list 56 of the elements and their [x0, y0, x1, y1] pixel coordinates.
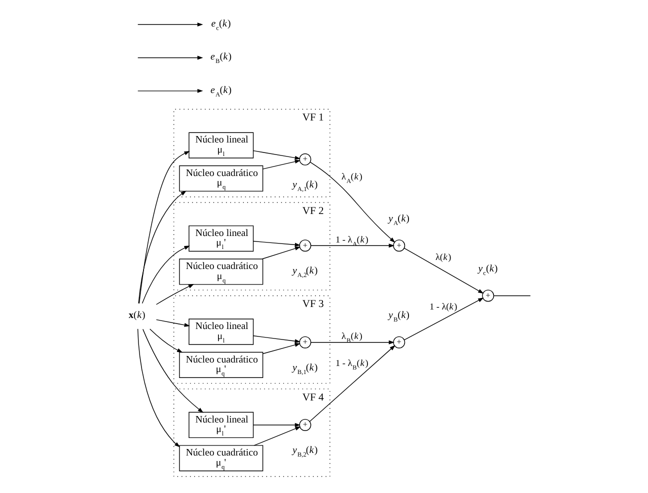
- edge-label: 1 - λ(k): [428, 300, 457, 311]
- arrow: [403, 247, 484, 294]
- node-box: Núcleo lineal μ$_{l}$: [188, 318, 254, 344]
- node-text: x(k): [128, 310, 145, 321]
- node-box: Núcleo cuadrático μ$_{q}$': [178, 351, 263, 378]
- node-circle: +: [482, 289, 494, 302]
- arrow: [309, 344, 395, 422]
- node-box: Núcleo cuadrático μ$_{q}$': [178, 444, 263, 471]
- node-label: y$_{A,2}$(k): [292, 265, 318, 279]
- arrow: [310, 243, 394, 248]
- node-text: e$_{c}$(k): [210, 18, 230, 32]
- connector: [493, 294, 530, 296]
- arrow: [403, 297, 484, 340]
- node-circle: +: [392, 239, 405, 252]
- node-box: Núcleo cuadrático μ$_{q}$: [178, 258, 263, 284]
- arrow: [137, 88, 203, 92]
- arrow: [310, 340, 394, 344]
- node-circle: +: [298, 418, 311, 430]
- arrow: [262, 342, 300, 354]
- arrow: [253, 426, 300, 446]
- arrow: [155, 283, 194, 304]
- node-label: y$_{B}$(k): [388, 310, 409, 324]
- node-label: y$_{A}$(k): [388, 212, 409, 226]
- node-box: Núcleo lineal μ$_{l}$: [188, 132, 254, 158]
- node-box: Núcleo lineal μ$_{l}$': [188, 411, 254, 438]
- arrow: [138, 190, 186, 304]
- arrow: [262, 159, 300, 169]
- arrow: [149, 328, 182, 352]
- arrow: [138, 150, 190, 304]
- node-text: e$_{B}$(k): [210, 51, 231, 65]
- node-circle: +: [298, 152, 311, 165]
- node-box: Núcleo lineal μ$_{l}$': [188, 224, 254, 252]
- edge-label: λ$_{A}$(k): [341, 170, 362, 184]
- node-text: e$_{A}$(k): [210, 84, 231, 98]
- node-label: y$_{c}$(k): [478, 263, 498, 277]
- arrow: [141, 245, 190, 304]
- arrow: [252, 150, 300, 160]
- node-label: y$_{B,1}$(k): [292, 362, 318, 376]
- arrow: [261, 246, 300, 259]
- arrow: [309, 161, 395, 242]
- arrow: [136, 328, 180, 447]
- arrow: [252, 240, 300, 246]
- edge-label: λ(k): [434, 251, 451, 262]
- edge-label: 1 - λ$_{B}$(k): [335, 357, 368, 371]
- arrow: [252, 334, 300, 343]
- node-box: Núcleo cuadrático μ$_{q}$: [178, 164, 263, 192]
- arrow: [142, 328, 203, 412]
- arrow: [156, 318, 190, 326]
- node-circle: +: [298, 336, 311, 348]
- arrow: [137, 55, 203, 60]
- node-label: y$_{B,2}$(k): [292, 444, 318, 458]
- node-label: y$_{A,1}$(k): [292, 178, 318, 192]
- arrow: [252, 422, 300, 426]
- node-circle: +: [392, 336, 405, 348]
- arrow: [137, 22, 203, 26]
- node-circle: +: [298, 239, 311, 252]
